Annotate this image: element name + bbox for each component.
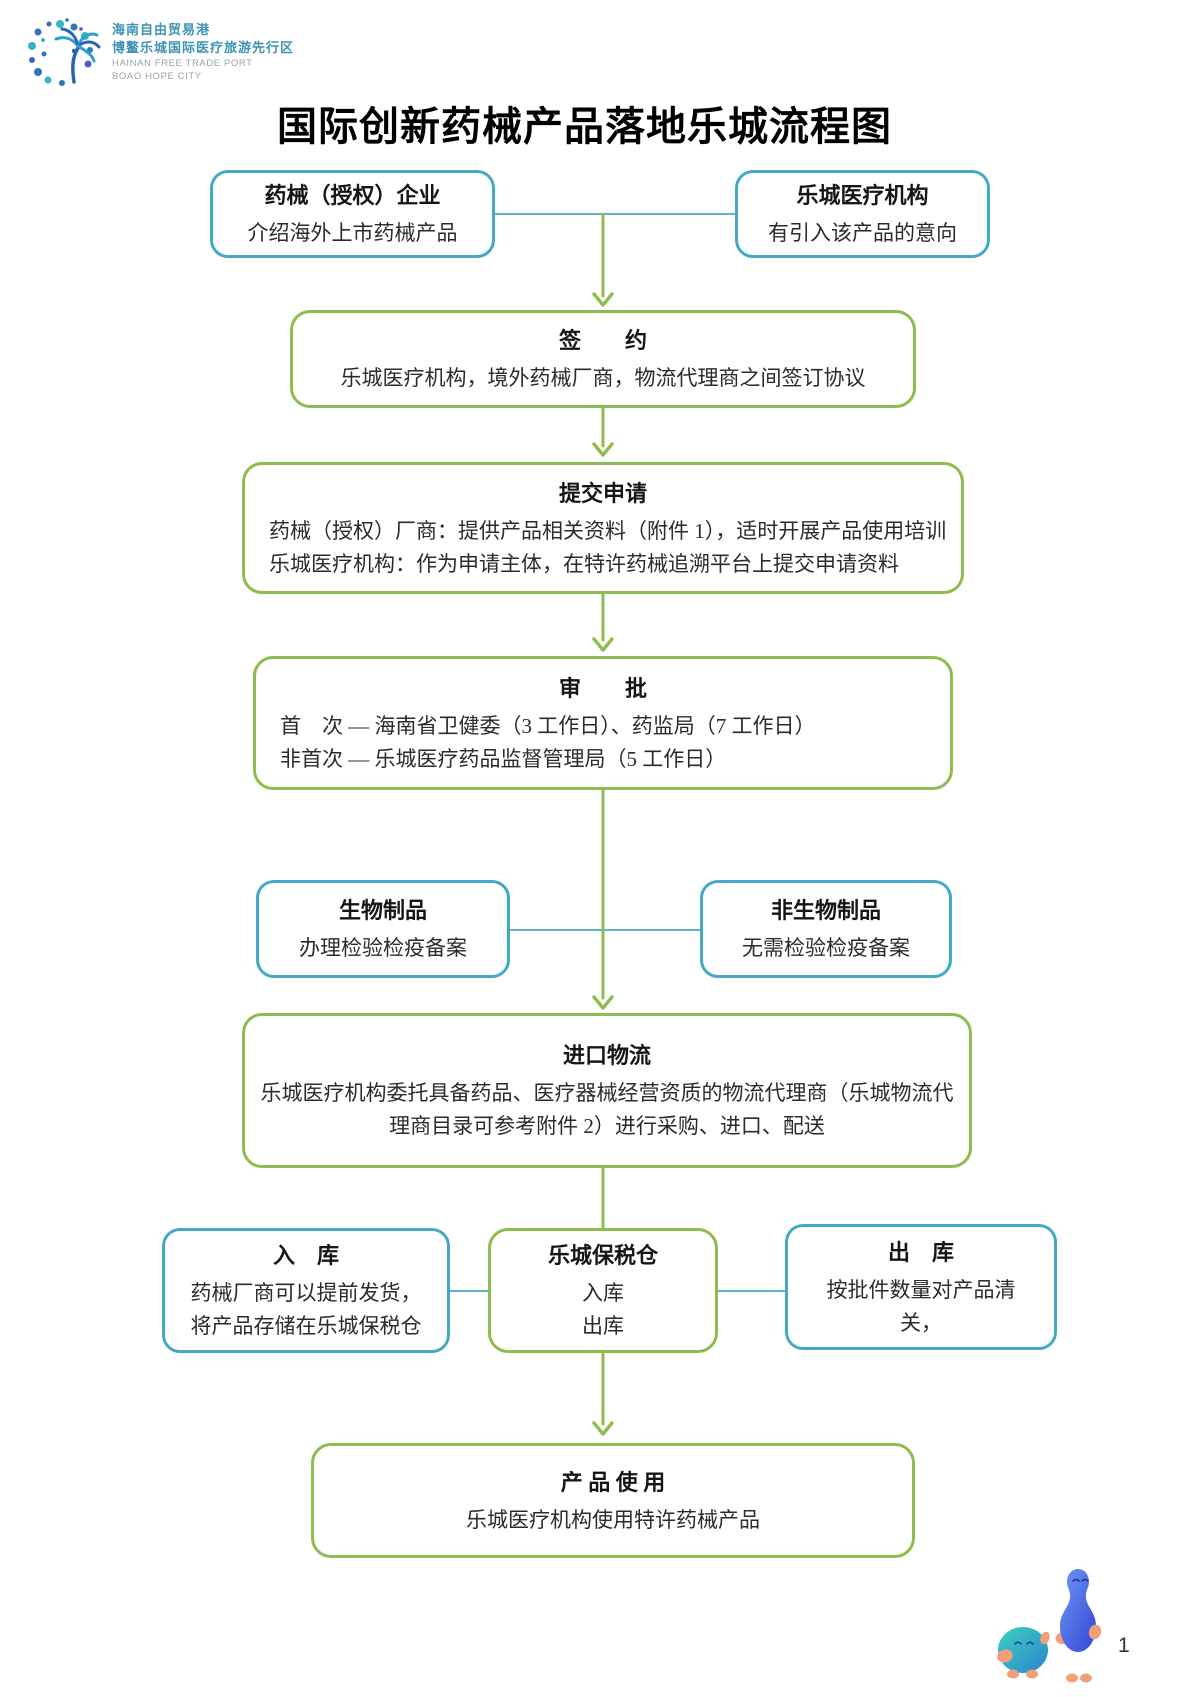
box-body: 药械厂商可以提前发货， 将产品存储在乐城保税仓 [190, 1281, 422, 1338]
flow-box-approval: 审 批 首 次 — 海南省卫健委（3 工作日）、药监局（7 工作日） 非首次 —… [253, 656, 953, 790]
arrowhead-to-logistics [592, 995, 614, 1010]
box-body: 无需检验检疫备案 [742, 936, 910, 961]
box-title: 出 库 [887, 1239, 954, 1265]
arrowhead-to-sign [592, 292, 614, 307]
flow-box-device-company: 药械（授权）企业 介绍海外上市药械产品 [210, 170, 495, 258]
teal-ball-mascot-icon [997, 1627, 1050, 1679]
flow-box-non-biological-products: 非生物制品 无需检验检疫备案 [700, 880, 952, 978]
box-title: 提交申请 [558, 480, 647, 506]
box-body: 按批件数量对产品清 关， [826, 1277, 1016, 1335]
arrowhead-to-approval [592, 637, 614, 652]
logo-text: 海南自由贸易港 博鳌乐城国际医疗旅游先行区 HAINAN FREE TRADE … [112, 21, 294, 83]
mascot-icons [997, 1569, 1102, 1683]
box-body: 首 次 — 海南省卫健委（3 工作日）、药监局（7 工作日） 非首次 — 乐城医… [280, 713, 816, 771]
flow-box-lecheng-institution: 乐城医疗机构 有引入该产品的意向 [735, 170, 990, 258]
logo-line-en-2: BOAO HOPE CITY [112, 71, 202, 82]
brand-logo: 海南自由贸易港 博鳌乐城国际医疗旅游先行区 HAINAN FREE TRADE … [22, 12, 294, 92]
box-title: 乐城保税仓 [547, 1243, 658, 1269]
flow-box-submit-application: 提交申请 药械（授权）厂商：提供产品相关资料（附件 1），适时开展产品使用培训 … [242, 462, 964, 594]
box-title: 生物制品 [338, 898, 427, 924]
page-title: 国际创新药械产品落地乐城流程图 [277, 105, 892, 149]
box-title: 审 批 [558, 675, 647, 701]
box-body: 乐城医疗机构，境外药械厂商，物流代理商之间签订协议 [340, 366, 866, 391]
page-number: 1 [1118, 1634, 1130, 1657]
logo-icon [28, 18, 101, 86]
box-body: 办理检验检疫备案 [299, 936, 467, 961]
flow-box-sign-contract: 签 约 乐城医疗机构，境外药械厂商，物流代理商之间签订协议 [290, 310, 916, 408]
box-body: 乐城医疗机构委托具备药品、医疗器械经营资质的物流代理商（乐城物流代 理商目录可参… [260, 1081, 954, 1138]
flow-box-inbound-storage: 入 库 药械厂商可以提前发货， 将产品存储在乐城保税仓 [162, 1228, 450, 1353]
flow-box-outbound-clearance: 出 库 按批件数量对产品清 关， [785, 1224, 1057, 1350]
box-title: 非生物制品 [770, 898, 881, 924]
box-body: 介绍海外上市药械产品 [247, 221, 458, 246]
box-body: 有引入该产品的意向 [768, 221, 957, 246]
box-body: 入库 出库 [582, 1281, 624, 1338]
flow-box-bonded-warehouse: 乐城保税仓 入库 出库 [488, 1228, 718, 1353]
flow-box-import-logistics: 进口物流 乐城医疗机构委托具备药品、医疗器械经营资质的物流代理商（乐城物流代 理… [242, 1013, 972, 1168]
arrowhead-to-product-use [592, 1421, 614, 1436]
logo-line-cn-1: 海南自由贸易港 [112, 22, 211, 37]
logo-line-en-1: HAINAN FREE TRADE PORT [112, 58, 253, 69]
box-title: 进口物流 [562, 1043, 651, 1069]
box-body: 药械（授权）厂商：提供产品相关资料（附件 1），适时开展产品使用培训 乐城医疗机… [269, 518, 947, 576]
arrowhead-to-apply [592, 442, 614, 457]
box-title: 产 品 使 用 [560, 1469, 666, 1495]
flow-box-biological-products: 生物制品 办理检验检疫备案 [256, 880, 510, 978]
box-title: 入 库 [272, 1243, 339, 1269]
logo-line-cn-2: 博鳌乐城国际医疗旅游先行区 [112, 40, 295, 55]
box-title: 药械（授权）企业 [264, 183, 441, 209]
blue-gourd-mascot-icon [1055, 1569, 1102, 1683]
box-title: 乐城医疗机构 [796, 183, 929, 209]
box-title: 签 约 [558, 328, 647, 354]
flow-box-product-use: 产 品 使 用 乐城医疗机构使用特许药械产品 [311, 1443, 915, 1558]
box-body: 乐城医疗机构使用特许药械产品 [466, 1507, 760, 1532]
